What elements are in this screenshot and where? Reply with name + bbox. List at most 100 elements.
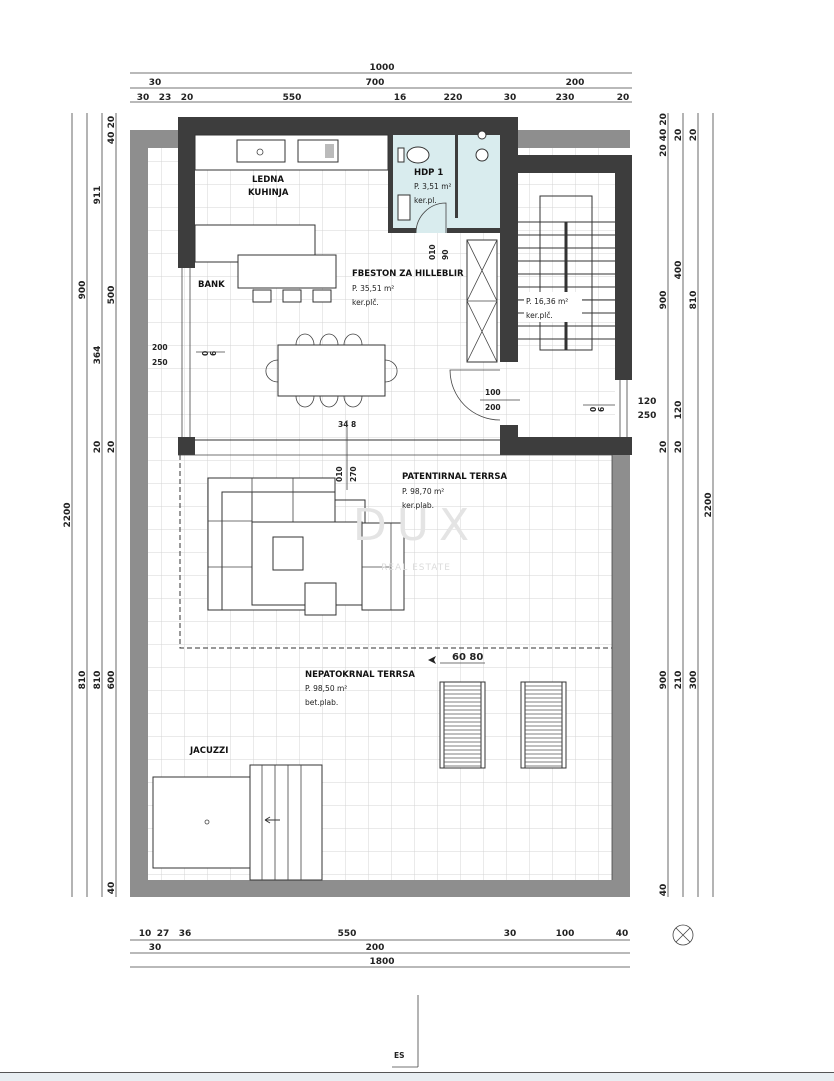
- room-label-wc: HDP 1: [414, 168, 443, 178]
- watermark-subtitle: REAL ESTATE: [381, 563, 451, 573]
- level-arrow-icon: [428, 656, 436, 664]
- dim-label: 500: [107, 286, 117, 305]
- dim-label: 20: [674, 441, 684, 454]
- entrance-door-dim: 100: [485, 388, 501, 397]
- window-left: [181, 268, 628, 437]
- dim-label: 200: [366, 943, 385, 953]
- dim-label: 200: [566, 78, 585, 88]
- dim-label: 16: [394, 93, 407, 103]
- dim-label: 40: [659, 884, 669, 897]
- dim-label: 210: [674, 671, 684, 690]
- dim-label: 23: [159, 93, 172, 103]
- dim-label: 810: [689, 291, 699, 310]
- dim-label: 600: [107, 671, 117, 690]
- dim-label: 120: [638, 397, 657, 407]
- sun-lounger: [520, 681, 567, 769]
- dim-label: 550: [283, 93, 302, 103]
- window-dim: 250: [152, 358, 168, 367]
- dim-label: 30: [504, 929, 517, 939]
- dim-label: 20: [689, 129, 699, 142]
- label-jacuzzi: JACUZZI: [189, 746, 228, 756]
- terrace-door-dim: 270: [349, 466, 358, 482]
- mark: 0: [589, 407, 598, 412]
- room-label-living: FBESTON ZA HILLEBLIR: [352, 269, 464, 279]
- wc-door-dim: 010: [428, 244, 437, 260]
- dim-label: 20: [93, 441, 103, 454]
- dim-label: 220: [444, 93, 463, 103]
- dim-label: 36: [179, 929, 192, 939]
- label-bank: BANK: [198, 280, 225, 290]
- room-area-open-terrace: P. 98,50 m²: [305, 684, 347, 693]
- dim-label: 364: [93, 346, 103, 365]
- dining-set: [265, 333, 398, 408]
- jacuzzi: [152, 764, 323, 881]
- room-area-wc: P. 3,51 m²: [414, 182, 452, 191]
- dim-label: 250: [638, 411, 657, 421]
- staircase: [518, 195, 615, 351]
- dim-left-total: 2200: [63, 502, 73, 527]
- dim-label: 900: [659, 671, 669, 690]
- terrace-door-dim: 010: [335, 466, 344, 482]
- room-label-open-terrace: NEPATOKRNAL TERRSA: [305, 670, 415, 680]
- dim-label: 400: [674, 261, 684, 280]
- entrance-door-dim: 200: [485, 403, 501, 412]
- mark: 6: [597, 407, 606, 412]
- covered-area-boundary: [179, 455, 612, 649]
- mark: 0: [201, 351, 210, 356]
- bathroom-fixtures: [397, 130, 489, 234]
- dim-label: 810: [78, 671, 88, 690]
- sun-lounger: [439, 681, 486, 769]
- room-area-living: P. 35,51 m²: [352, 284, 394, 293]
- dim-label: 20: [659, 441, 669, 454]
- dim-label: 30: [149, 78, 162, 88]
- dim-label: 20: [674, 129, 684, 142]
- sink: [236, 139, 286, 163]
- dim-label: 700: [366, 78, 385, 88]
- dim-label: 900: [659, 291, 669, 310]
- dim-label: 30: [504, 93, 517, 103]
- bar-table: [237, 254, 337, 289]
- window-dim: 200: [152, 343, 168, 352]
- room-floor-stairs: ker.plč.: [526, 311, 553, 320]
- dim-right-total: 2200: [704, 492, 714, 517]
- dim-label: 900: [78, 281, 88, 300]
- level-mark: 60 80: [452, 652, 483, 663]
- dim-label: 911: [93, 186, 103, 205]
- dim-label: 550: [338, 929, 357, 939]
- sofa-set: [207, 477, 405, 616]
- dim-label: 40: [107, 882, 117, 895]
- room-floor-living: ker.plč.: [352, 298, 379, 307]
- dim-bottom-total: 1800: [369, 957, 394, 967]
- room-label-kitchen: KUHINJA: [248, 188, 289, 198]
- dim-label: 20: [107, 441, 117, 454]
- dim-label: 40 20: [107, 116, 117, 144]
- dim-label: 10: [139, 929, 152, 939]
- room-label-covered-terrace: PATENTIRNAL TERRSA: [402, 472, 507, 482]
- dim-label: 300: [689, 671, 699, 690]
- dim-label: 27: [157, 929, 170, 939]
- dim-top-total: 1000: [369, 63, 394, 73]
- dim-label: 100: [556, 929, 575, 939]
- dim-label: 120: [674, 401, 684, 420]
- room-area-covered-terrace: P. 98,70 m²: [402, 487, 444, 496]
- dim-label: 230: [556, 93, 575, 103]
- wardrobe: [449, 239, 501, 421]
- dim-label: 30: [149, 943, 162, 953]
- watermark-logo: DUX: [353, 500, 479, 551]
- kitchen-counter: [194, 134, 389, 303]
- room-area-stairs: P. 16,36 m²: [526, 297, 568, 306]
- dim-label: 810: [93, 671, 103, 690]
- dim-label: 20 40 20: [659, 113, 669, 157]
- wc-door-dim: 90: [441, 250, 450, 260]
- north-arrow-icon: [672, 924, 694, 946]
- bottom-bar: [0, 1072, 834, 1081]
- dim-label: 20: [181, 93, 194, 103]
- room-floor-covered-terrace: ker.plab.: [402, 501, 434, 510]
- mark: 6: [209, 351, 218, 356]
- dim-label: 40: [616, 929, 629, 939]
- dimension-lines: [71, 72, 714, 1068]
- dim-label: 30: [137, 93, 150, 103]
- sheet-mark: ES: [394, 1051, 405, 1060]
- room-label-kitchen: LEDNA: [252, 175, 284, 185]
